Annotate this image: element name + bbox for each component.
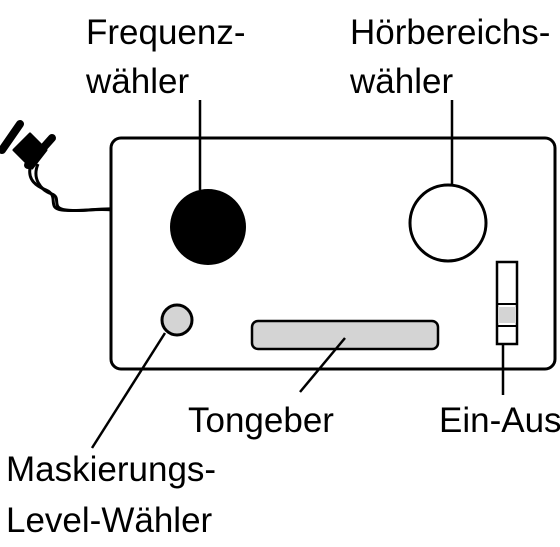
frequency-selector-label-line2: wähler — [85, 62, 189, 101]
power-cable — [34, 163, 115, 213]
on-off-switch — [495, 260, 519, 346]
on-off-label: Ein-Aus — [439, 401, 560, 440]
hearing-range-knob — [408, 183, 488, 263]
tone-generator-label: Tongeber — [188, 401, 334, 440]
masking-level-selector-label-line2: Level-Wähler — [6, 501, 213, 540]
masking-level-knob — [160, 303, 194, 337]
tone-generator-pointer-line — [299, 337, 346, 393]
tone-generator-bar — [250, 319, 440, 351]
hearing-range-selector-label-line2: wähler — [349, 62, 453, 101]
frequency-selector-label-line1: Frequenz- — [86, 13, 246, 52]
hearing-range-selector-label-line1: Hörbereichs- — [350, 13, 550, 52]
masking-level-pointer-line — [90, 332, 167, 449]
masking-level-selector-label-line1: Maskierungs- — [6, 450, 216, 489]
frequency-knob — [170, 189, 246, 265]
